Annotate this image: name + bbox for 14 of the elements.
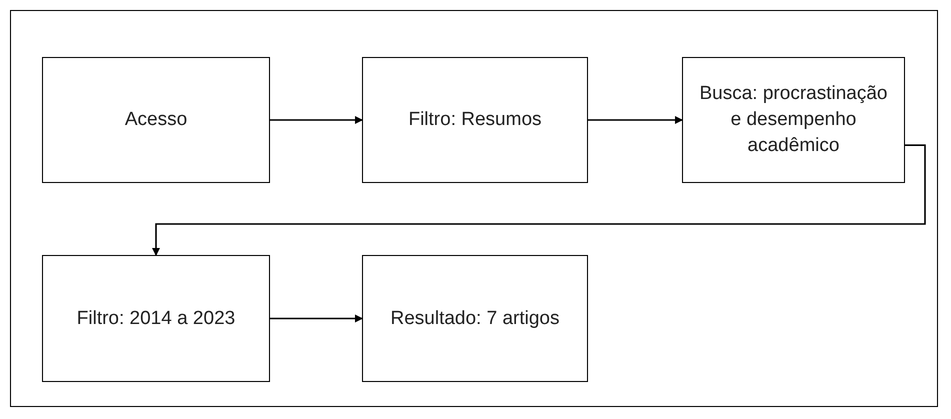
process-box [42,57,270,183]
arrow [588,116,683,124]
process-box [362,255,588,382]
box-text: Filtro: 2014 a 2023 [76,306,236,330]
box-text: Busca: procrastinação e desempenho acadêmico [698,82,888,158]
box-text: Acesso [124,108,188,132]
process-box [42,255,270,382]
arrow [152,144,926,256]
box-text: Resultado: 7 artigos [390,306,560,330]
arrow [270,314,363,322]
box-text: Filtro: Resumos [408,108,542,132]
process-box [682,57,905,183]
process-box [362,57,588,183]
arrow [270,116,363,124]
